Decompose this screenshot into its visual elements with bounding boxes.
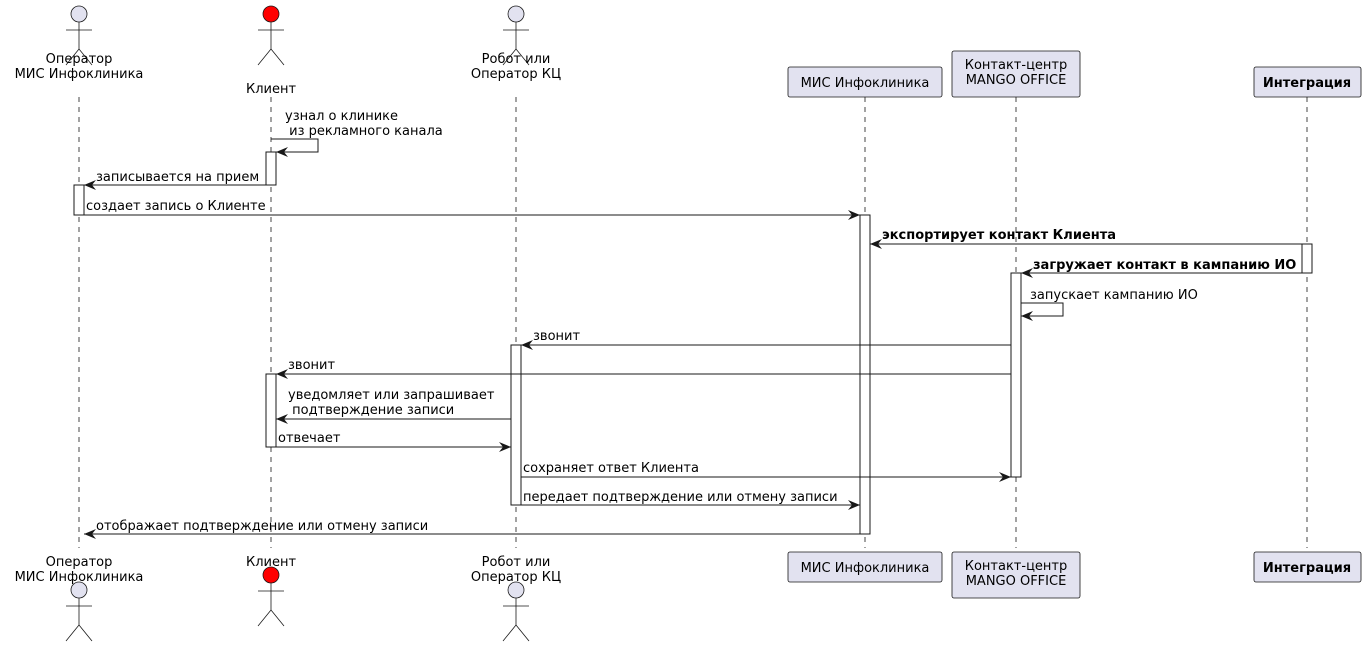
message-label: передает подтверждение или отмену записи bbox=[523, 490, 838, 505]
participant-name-robot: Робот или bbox=[482, 52, 551, 67]
participant-mis-bottom: МИС Инфоклиника bbox=[787, 551, 943, 583]
message-5: загружает контакт в кампанию ИО bbox=[1021, 258, 1302, 278]
message-8: звонит bbox=[276, 358, 1011, 379]
message-label: звонит bbox=[288, 358, 335, 373]
participant-name-mis: МИС Инфоклиника bbox=[801, 561, 930, 576]
message-11: сохраняет ответ Клиента bbox=[521, 461, 1011, 482]
participant-name-cc: Контакт-центр bbox=[965, 58, 1068, 73]
activation-bar-operator bbox=[73, 184, 85, 216]
activation-bar-cc bbox=[1010, 272, 1022, 478]
message-1: узнал о клинике из рекламного канала bbox=[271, 109, 443, 157]
message-12: передает подтверждение или отмену записи bbox=[521, 490, 860, 510]
participant-name-robot: Оператор КЦ bbox=[471, 67, 561, 82]
participant-mis-top: МИС Инфоклиника bbox=[787, 66, 943, 98]
activation-bar-robot bbox=[510, 344, 522, 506]
message-arrow bbox=[271, 138, 319, 157]
message-label: уведомляет или запрашивает bbox=[288, 388, 495, 403]
participant-name-operator: Оператор bbox=[46, 52, 113, 67]
message-label: запускает кампанию ИО bbox=[1030, 288, 1198, 303]
message-label: подтверждение записи bbox=[288, 403, 454, 418]
participant-name-operator: МИС Инфоклиника bbox=[15, 67, 144, 82]
message-13: отображает подтверждение или отмену запи… bbox=[84, 519, 860, 539]
actor-client-top: Клиент bbox=[246, 5, 296, 97]
activation-bar-integration bbox=[1301, 243, 1313, 274]
message-9: уведомляет или запрашивает подтверждение… bbox=[276, 388, 511, 424]
participant-name-robot: Робот или bbox=[482, 555, 551, 570]
participant-name-integration: Интеграция bbox=[1263, 561, 1351, 576]
participant-name-cc: MANGO OFFICE bbox=[966, 73, 1067, 88]
message-label: отображает подтверждение или отмену запи… bbox=[96, 519, 428, 534]
participant-name-operator: МИС Инфоклиника bbox=[15, 570, 144, 585]
participant-name-mis: МИС Инфоклиника bbox=[801, 76, 930, 91]
participant-name-cc: Контакт-центр bbox=[965, 559, 1068, 574]
participant-name-operator: Оператор bbox=[46, 555, 113, 570]
participant-name-cc: MANGO OFFICE bbox=[966, 574, 1067, 589]
actor-head-icon bbox=[262, 5, 280, 23]
message-6: запускает кампанию ИО bbox=[1021, 288, 1198, 321]
participant-name-client: Клиент bbox=[246, 82, 296, 97]
actor-client-bottom: Клиент bbox=[246, 555, 296, 627]
message-2: записывается на прием bbox=[84, 170, 266, 190]
participant-name-robot: Оператор КЦ bbox=[471, 570, 561, 585]
activation-bar-client bbox=[265, 151, 277, 186]
message-3: создает запись о Клиенте bbox=[84, 199, 860, 220]
message-label: узнал о клинике bbox=[285, 109, 398, 124]
participant-name-integration: Интеграция bbox=[1263, 76, 1351, 91]
message-label: сохраняет ответ Клиента bbox=[523, 461, 699, 476]
message-label: звонит bbox=[533, 329, 580, 344]
message-label: из рекламного канала bbox=[285, 124, 443, 139]
actor-head-icon bbox=[507, 5, 525, 23]
message-arrow bbox=[1021, 302, 1064, 321]
message-label: создает запись о Клиенте bbox=[86, 199, 266, 214]
participant-integration-bottom: Интеграция bbox=[1253, 551, 1362, 583]
activation-bar-client bbox=[265, 373, 277, 448]
message-label: экспортирует контакт Клиента bbox=[882, 228, 1116, 243]
message-label: записывается на прием bbox=[96, 170, 259, 185]
message-4: экспортирует контакт Клиента bbox=[870, 228, 1302, 249]
actor-head-icon bbox=[70, 5, 88, 23]
message-label: загружает контакт в кампанию ИО bbox=[1033, 258, 1296, 273]
message-10: отвечает bbox=[276, 431, 511, 452]
participant-name-client: Клиент bbox=[246, 555, 296, 570]
message-7: звонит bbox=[521, 329, 1011, 350]
message-label: отвечает bbox=[278, 431, 341, 446]
participant-integration-top: Интеграция bbox=[1253, 66, 1362, 98]
